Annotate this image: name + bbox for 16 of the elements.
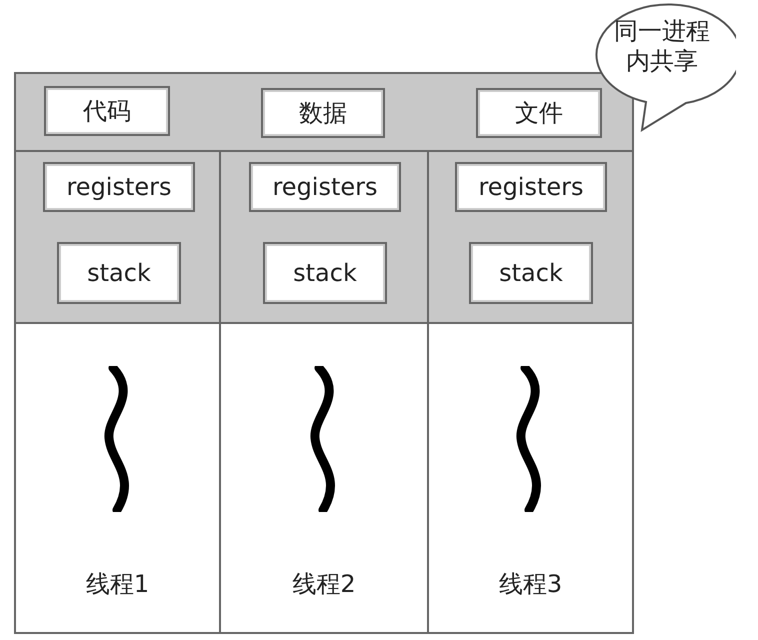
thread-resource-box: registers <box>249 162 401 212</box>
thread-resource-box: registers <box>43 162 195 212</box>
thread-label: 线程3 <box>498 569 564 600</box>
thread-label: 线程2 <box>291 569 357 600</box>
process-box <box>14 72 634 634</box>
thread-resource-box: stack <box>263 242 387 304</box>
resource-box: 代码 <box>44 86 170 136</box>
resource-box: 文件 <box>476 88 602 138</box>
thread-resource-box: stack <box>57 242 181 304</box>
thread-column <box>16 150 221 632</box>
thread-label: 线程1 <box>84 569 150 600</box>
thread-column <box>221 150 429 632</box>
thread-resource-box: stack <box>469 242 593 304</box>
shared-band <box>16 74 632 150</box>
thread-resource-box: registers <box>455 162 607 212</box>
resource-box: 数据 <box>261 88 385 138</box>
